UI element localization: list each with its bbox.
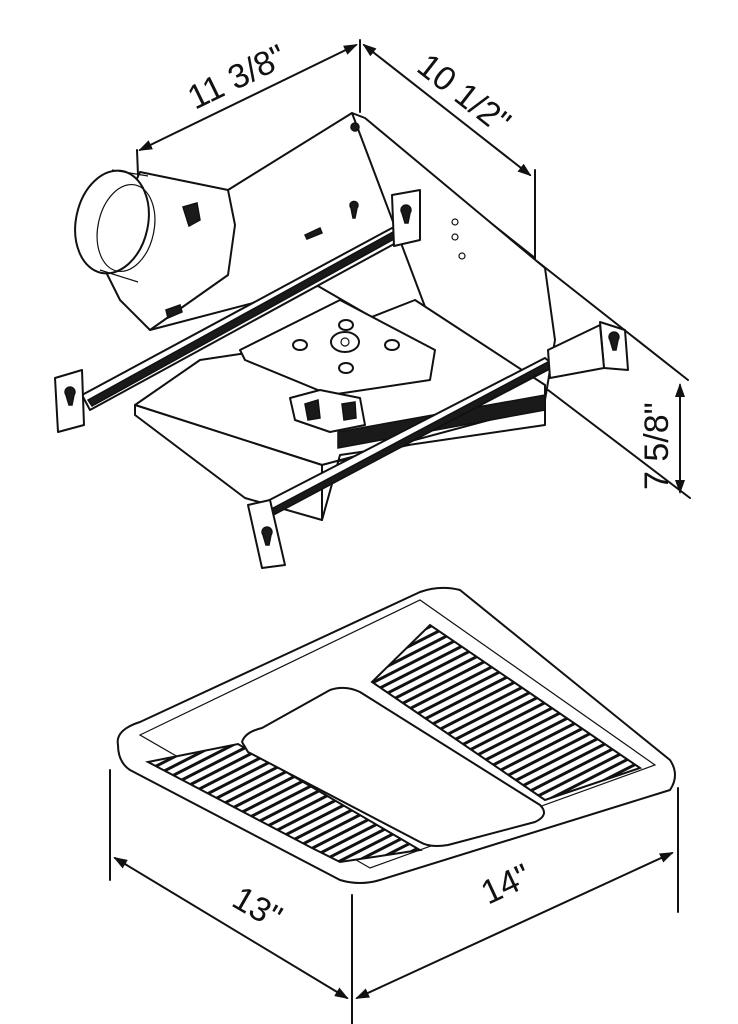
dim-housing-width-label: 11 3/8" <box>182 37 292 117</box>
mounting-bar <box>54 189 421 433</box>
grille-right-louver <box>370 623 643 802</box>
grille-light-lens <box>241 686 545 847</box>
dim-housing-height-label: 7 5/8" <box>638 402 676 490</box>
motor-plate <box>239 299 436 433</box>
dim-housing-height: 7 5/8" <box>537 261 691 499</box>
duct-collar <box>74 169 236 331</box>
fan-housing <box>54 112 629 569</box>
dim-grille-length-label: 14" <box>475 857 536 913</box>
dim-grille-width-label: 13" <box>226 879 288 937</box>
mounting-bar-lower <box>247 321 629 569</box>
fan-grille <box>116 586 676 884</box>
